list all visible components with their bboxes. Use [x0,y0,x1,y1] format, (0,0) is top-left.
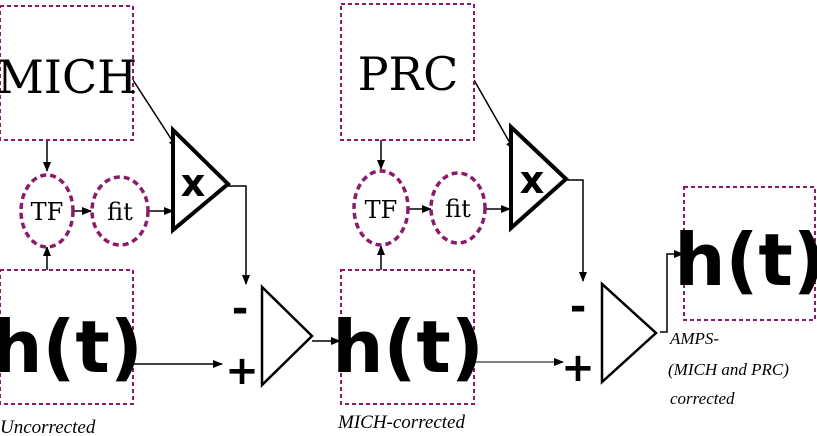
h-uncorrected-box [0,269,134,405]
fit-label-2: fit [445,195,471,223]
adder-2-plus: + [561,345,595,391]
wire-adder-to-h-final [660,250,684,333]
wire-multiplier-to-adder-2 [566,179,587,282]
mich-signal-box [0,5,134,141]
caption-amps-line-3: corrected [670,389,735,408]
tf-label-1: TF [31,198,64,226]
caption-mich-corrected: MICH-corrected [337,412,465,433]
mich-label: MICH [0,50,137,104]
caption-uncorrected: Uncorrected [0,417,96,436]
fit-block-1 [90,175,150,247]
caption-amps-line-2: (MICH and PRC) [668,360,789,379]
wire-mich-to-multiplier-1 [132,79,178,149]
adder-2 [600,281,658,385]
fit-label-1: fit [107,198,133,226]
h-final-box [683,186,816,321]
adder-1 [260,284,314,388]
adder-1-minus: - [232,286,249,332]
multiplier-1 [171,125,231,235]
wire-prc-to-multiplier-2 [473,79,515,151]
tf-block-2 [352,169,410,247]
multiplier-label-1: x [181,161,206,205]
adder-1-plus: + [225,348,259,394]
tf-label-2: TF [365,196,398,224]
wire-multiplier-to-adder-1 [228,185,250,285]
multiplier-label-2: x [520,158,545,202]
caption-amps-line-1: AMPS- [669,329,719,348]
tf-block-1 [19,173,75,249]
fit-block-2 [429,171,487,245]
prc-signal-box [340,3,475,141]
multiplier-2 [509,122,569,233]
h-mich-corrected-box [340,269,475,405]
adder-2-minus: - [570,284,587,330]
h-uncorrected-label: h(t) [0,305,143,389]
h-final-label: h(t) [674,218,817,302]
h-mich-corrected-label: h(t) [332,305,484,389]
prc-label: PRC [358,47,459,101]
